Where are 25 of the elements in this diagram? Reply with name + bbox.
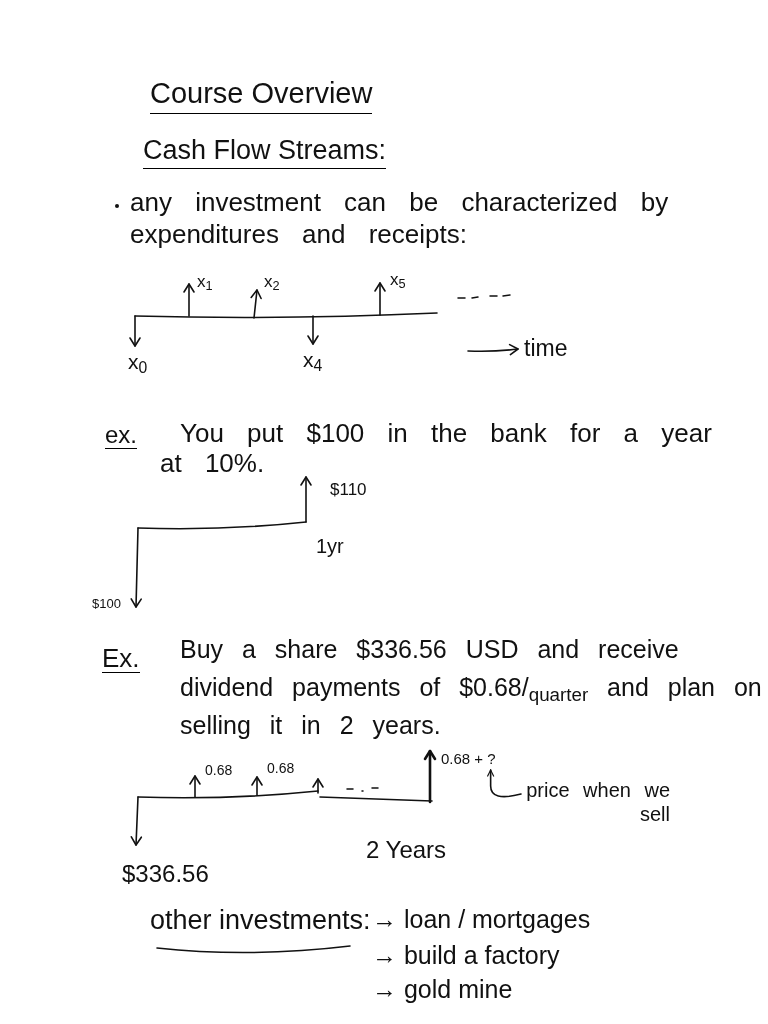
bullet-text: any investment can be characterized by expenditures and receipts: <box>130 186 670 250</box>
cash-flow-label: x$_{4}$ <box>303 348 323 372</box>
example-text: Buy a share $336.56 USD and receive dividend payments of $0.68/$_{quarter}$ and plan on selling it in 2 years. <box>180 634 763 741</box>
cash-flow-label: 0.68 + ? <box>441 749 496 769</box>
example-text: You put $100 in the bank for a year at 10%. <box>160 418 713 478</box>
cash-flow-label: $336.56 <box>122 860 209 888</box>
cash-flow-label: x$_{5}$ <box>390 270 406 290</box>
cash-flow-label: $110 <box>330 480 367 500</box>
cash-flow-label: 0.68 <box>267 759 295 777</box>
list-item: → build a factory <box>372 940 560 970</box>
list-item: → loan / mortgages <box>372 904 591 934</box>
time-label: time <box>524 334 568 362</box>
cash-flow-label: x$_{1}$ <box>197 272 213 292</box>
page-title: Course Overview <box>150 76 373 114</box>
annotation-text: price when we sell <box>520 778 670 826</box>
duration-label: 1yr <box>316 534 344 558</box>
duration-label: 2 Years <box>366 836 447 864</box>
cash-flow-label: x$_{2}$ <box>264 272 280 292</box>
section-heading: Cash Flow Streams: <box>143 134 387 169</box>
cash-flow-label: $100 <box>92 596 121 612</box>
cash-flow-label: 0.68 <box>205 761 233 779</box>
list-item: → gold mine <box>372 974 513 1004</box>
cash-flow-label: x$_{0}$ <box>128 350 148 374</box>
leader-arrow <box>486 769 522 798</box>
section-heading: other investments: <box>150 904 371 936</box>
